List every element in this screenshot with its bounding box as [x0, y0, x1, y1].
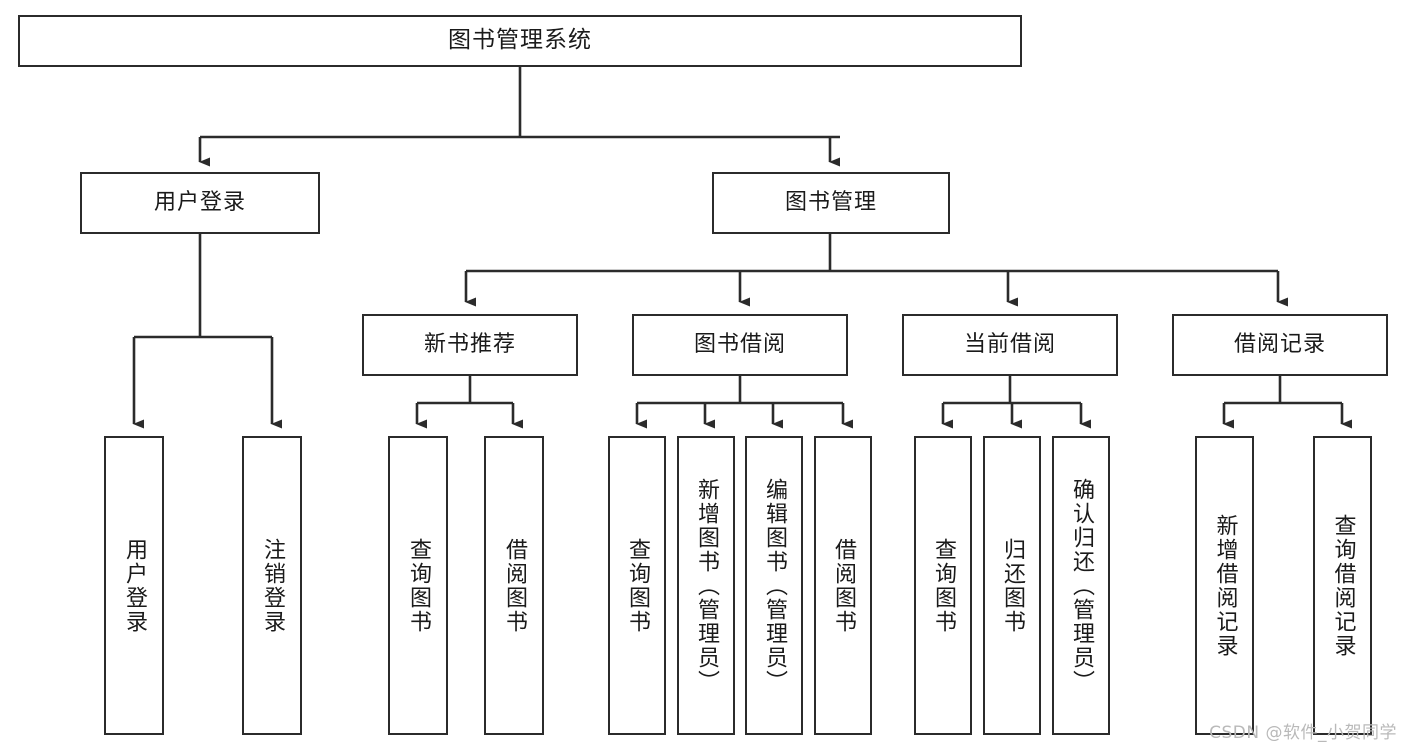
node-label: 图书管理 — [784, 189, 877, 215]
node-leaf-edit-book-admin[interactable]: 编辑图书（管理员） — [745, 436, 803, 735]
node-root-book-management-system[interactable]: 图书管理系统 — [18, 15, 1022, 67]
node-label: 查询借阅记录 — [1330, 513, 1356, 658]
node-label: 查询图书 — [405, 537, 431, 634]
node-label: 新增借阅记录 — [1212, 513, 1238, 658]
node-label: 当前借阅 — [963, 331, 1056, 357]
node-current-borrowing[interactable]: 当前借阅 — [902, 314, 1118, 376]
node-label: 图书管理系统 — [448, 27, 592, 54]
node-label: 用户登录 — [153, 189, 246, 215]
node-new-book-recommendation[interactable]: 新书推荐 — [362, 314, 578, 376]
node-label: 查询图书 — [624, 537, 650, 634]
node-leaf-confirm-return-admin[interactable]: 确认归还（管理员） — [1052, 436, 1110, 735]
node-leaf-query-borrow-record[interactable]: 查询借阅记录 — [1313, 436, 1372, 735]
node-label: 确认归还（管理员） — [1068, 477, 1094, 694]
node-label: 借阅记录 — [1233, 331, 1326, 357]
node-label: 新书推荐 — [423, 331, 516, 357]
node-leaf-logout[interactable]: 注销登录 — [242, 436, 302, 735]
node-leaf-query-book-current[interactable]: 查询图书 — [914, 436, 972, 735]
node-leaf-borrow-book-newbook[interactable]: 借阅图书 — [484, 436, 544, 735]
node-borrow-records[interactable]: 借阅记录 — [1172, 314, 1388, 376]
node-leaf-user-login[interactable]: 用户登录 — [104, 436, 164, 735]
node-label: 编辑图书（管理员） — [761, 477, 787, 694]
watermark-text: CSDN @软件_小贺同学 — [1209, 723, 1397, 743]
node-leaf-query-book-borrow[interactable]: 查询图书 — [608, 436, 666, 735]
node-leaf-add-borrow-record[interactable]: 新增借阅记录 — [1195, 436, 1254, 735]
node-label: 图书借阅 — [693, 331, 786, 357]
node-leaf-add-book-admin[interactable]: 新增图书（管理员） — [677, 436, 735, 735]
node-leaf-query-book-newbook[interactable]: 查询图书 — [388, 436, 448, 735]
node-book-borrowing[interactable]: 图书借阅 — [632, 314, 848, 376]
node-label: 注销登录 — [259, 537, 285, 634]
node-leaf-return-book[interactable]: 归还图书 — [983, 436, 1041, 735]
node-label: 借阅图书 — [830, 537, 856, 634]
node-book-management[interactable]: 图书管理 — [712, 172, 950, 234]
node-label: 查询图书 — [930, 537, 956, 634]
node-label: 归还图书 — [999, 537, 1025, 634]
node-leaf-borrow-book[interactable]: 借阅图书 — [814, 436, 872, 735]
node-label: 用户登录 — [121, 537, 147, 634]
node-label: 新增图书（管理员） — [693, 477, 719, 694]
node-user-login[interactable]: 用户登录 — [80, 172, 320, 234]
node-label: 借阅图书 — [501, 537, 527, 634]
